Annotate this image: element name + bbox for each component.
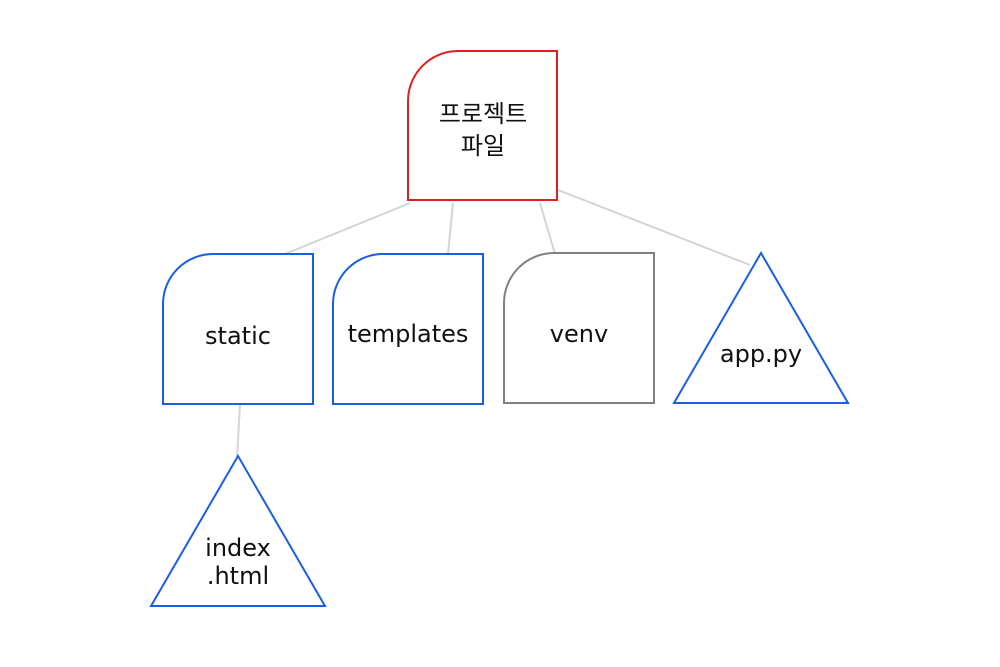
index-html-label-line1: index: [205, 534, 271, 562]
root-label-line1: 프로젝트: [439, 100, 527, 128]
connector-root-app-py: [557, 189, 751, 266]
folder-icon: [332, 253, 484, 405]
node-index-html-file[interactable]: index .html: [149, 454, 327, 607]
node-templates-folder[interactable]: templates: [332, 253, 484, 405]
node-app-py-file[interactable]: app.py: [672, 251, 850, 404]
connector-root-templates: [447, 202, 454, 255]
folder-icon: [407, 50, 558, 201]
index-html-label-line2: .html: [207, 562, 269, 590]
app-py-label: app.py: [720, 340, 802, 368]
file-icon: [672, 251, 850, 404]
connector-root-static: [284, 202, 411, 255]
root-label-line2: 파일: [461, 132, 505, 160]
templates-label: templates: [348, 320, 469, 348]
node-root-folder[interactable]: 프로젝트 파일: [407, 50, 558, 201]
node-venv-folder[interactable]: venv: [503, 252, 655, 404]
connector-root-venv: [539, 202, 556, 255]
folder-icon: [162, 253, 314, 405]
venv-label: venv: [550, 320, 608, 348]
folder-icon: [503, 252, 655, 404]
connector-static-index-html: [236, 403, 241, 459]
static-label: static: [205, 322, 271, 350]
file-icon: [149, 454, 327, 607]
node-static-folder[interactable]: static: [162, 253, 314, 405]
